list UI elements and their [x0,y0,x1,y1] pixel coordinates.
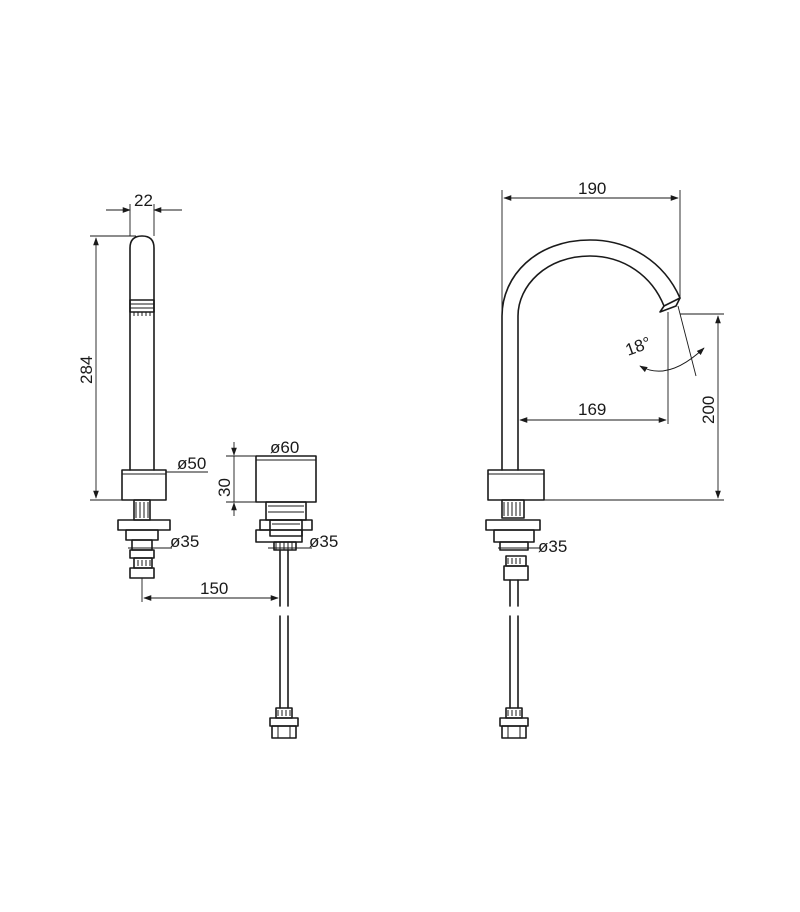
dim-spout-outlet-height: 200 [699,396,718,424]
dim-swan-reach: 190 [578,179,606,198]
dim-spout-reach: 169 [578,400,606,419]
handle-body [255,455,317,503]
spout-side-view: 22 284 ø50 ø35 150 [77,191,279,602]
dim-spout-tail-diameter: ø35 [170,532,199,551]
dim-handle-tail-diameter: ø35 [309,532,338,551]
dim-spout-base-diameter: ø50 [177,454,206,473]
dim-handle-height: 30 [215,478,234,497]
handle-hose [269,549,299,739]
dim-spout-diameter: 22 [134,191,153,210]
spout-fixing [117,499,171,579]
dim-handle-diameter: ø60 [270,438,299,457]
swan-hose [499,579,529,739]
dim-spout-height: 284 [77,356,96,384]
swan-outlet [659,297,681,313]
dim-spacing: 150 [200,579,228,598]
dim-spout-angle: 18° [623,333,654,360]
dim-swan-tail-diameter: ø35 [538,537,567,556]
handle-fixing [255,501,313,551]
handle-view: ø60 30 ø35 [215,438,338,739]
aerator [129,299,155,313]
swan-fixing [485,499,541,581]
swan-neck-tube [501,239,681,471]
spout-tube [129,235,155,471]
swan-neck-view: 190 169 18° 200 ø35 [485,179,724,739]
